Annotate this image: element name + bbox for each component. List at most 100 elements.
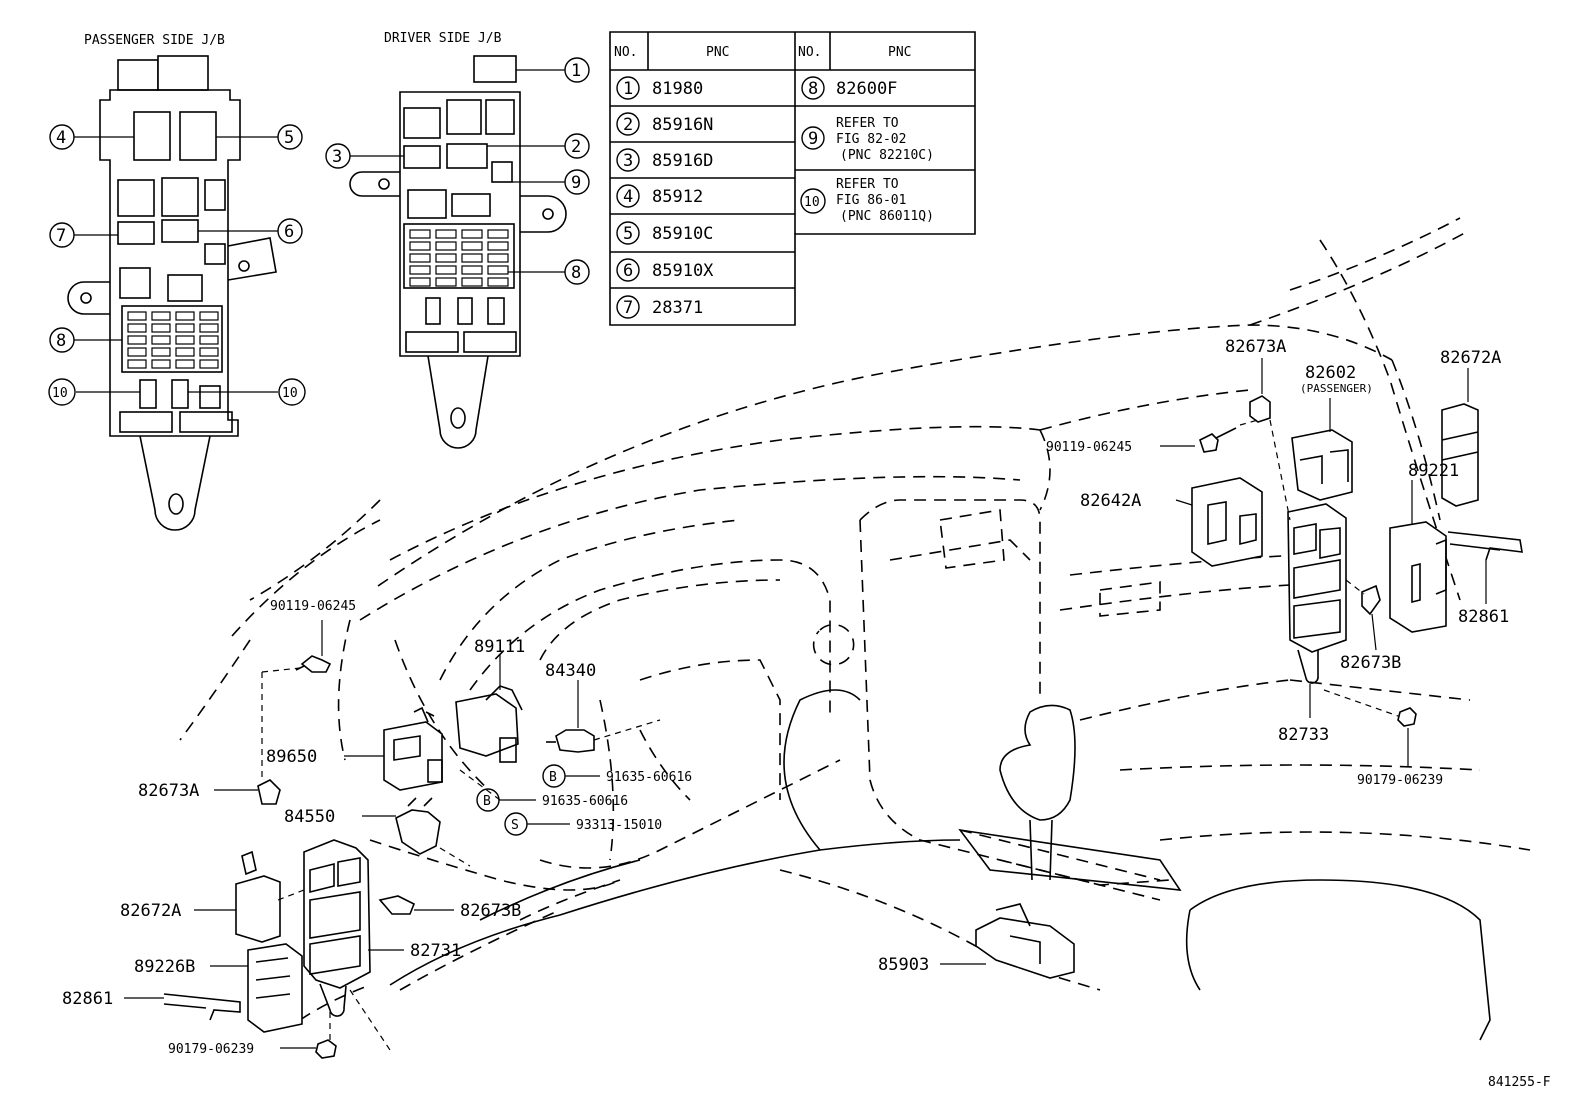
passenger-callouts: 4 5 7 6 8 10 10 — [48, 124, 306, 406]
fuse-slot — [199, 335, 219, 345]
callout-8: 8 — [56, 331, 66, 351]
row-pnc-4: 85912 — [652, 187, 703, 207]
fuse-slot — [487, 229, 509, 239]
fuse-slot — [487, 277, 509, 287]
fuse-slot — [151, 359, 171, 369]
figure-code: 841255-F — [1488, 1075, 1551, 1090]
marker-s: S — [511, 818, 519, 833]
callout-8d: 8 — [571, 263, 581, 283]
label-90119-left: 90119-06245 — [270, 599, 356, 614]
pnc-table: NO. PNC NO. PNC 1 81980 2 85916N 3 85916… — [609, 31, 976, 326]
fuse-slot — [151, 335, 171, 345]
callout-3: 3 — [332, 147, 342, 167]
fuse-slot — [175, 347, 195, 357]
fuse-slot — [409, 229, 431, 239]
fuse-slot — [487, 265, 509, 275]
label-82673B-left: 82673B — [460, 901, 521, 921]
label-91635-b: 91635-60616 — [542, 794, 628, 809]
callout-6: 6 — [284, 222, 294, 242]
fuse-slot — [409, 241, 431, 251]
fuse-slot — [435, 265, 457, 275]
fuse-slot — [151, 311, 171, 321]
label-82733: 82733 — [1278, 725, 1329, 745]
row-no-2: 2 — [623, 115, 633, 135]
marker-b1: B — [549, 770, 557, 785]
label-82672A-right: 82672A — [1440, 348, 1501, 368]
fuse-slot — [435, 241, 457, 251]
label-passenger-note: (PASSENGER) — [1300, 382, 1373, 395]
row-10-line-1: REFER TO — [836, 177, 899, 192]
header-pnc-left: PNC — [706, 45, 729, 60]
fuse-slot — [127, 335, 147, 345]
row-pnc-8: 82600F — [836, 79, 897, 99]
row-no-7: 7 — [623, 298, 633, 318]
fuse-slot — [409, 265, 431, 275]
callout-10a: 10 — [52, 386, 68, 401]
fuse-slot — [435, 253, 457, 263]
fuse-slot — [435, 277, 457, 287]
label-82673A-left: 82673A — [138, 781, 199, 801]
callout-5: 5 — [284, 128, 294, 148]
fuse-slot — [461, 265, 483, 275]
label-91635-a: 91635-60616 — [606, 770, 692, 785]
part-85903: 85903 — [878, 903, 1075, 979]
fuse-slot — [151, 347, 171, 357]
driver-jb-title: DRIVER SIDE J/B — [384, 31, 502, 46]
fuse-slot — [127, 311, 147, 321]
row-no-5: 5 — [623, 224, 633, 244]
fuse-slot — [151, 323, 171, 333]
row-pnc-6: 85910X — [652, 261, 714, 281]
passenger-jb-title: PASSENGER SIDE J/B — [84, 33, 225, 48]
label-90179-left: 90179-06239 — [168, 1042, 254, 1057]
fuse-slot — [127, 323, 147, 333]
label-89111: 89111 — [474, 637, 525, 657]
callout-10b: 10 — [282, 386, 298, 401]
fuse-slot — [175, 323, 195, 333]
row-10-line-3: (PNC 86011Q) — [840, 209, 934, 224]
fuse-slot — [487, 241, 509, 251]
header-pnc-right: PNC — [888, 45, 911, 60]
fuse-slot — [175, 335, 195, 345]
fuse-slot — [127, 347, 147, 357]
label-89226B: 89226B — [134, 957, 195, 977]
row-no-4: 4 — [623, 187, 633, 207]
passenger-junction-block — [67, 55, 277, 531]
fuse-slot — [175, 359, 195, 369]
label-90119-top: 90119-06245 — [1046, 440, 1132, 455]
fuse-slot — [409, 277, 431, 287]
label-82861-left: 82861 — [62, 989, 113, 1009]
fuse-slot — [199, 311, 219, 321]
header-no-right: NO. — [798, 45, 821, 60]
driver-callouts: 1 3 2 9 8 — [325, 57, 590, 285]
label-82673A-top: 82673A — [1225, 337, 1286, 357]
marker-b2: B — [483, 794, 491, 809]
driver-junction-block — [349, 55, 567, 449]
row-no-3: 3 — [623, 151, 633, 171]
label-82731: 82731 — [410, 941, 461, 961]
row-no-8: 8 — [808, 79, 818, 99]
fuse-slot — [175, 311, 195, 321]
row-pnc-2: 85916N — [652, 115, 713, 135]
row-10-line-2: FIG 86-01 — [836, 193, 906, 208]
fuse-slot — [199, 323, 219, 333]
label-85903: 85903 — [878, 955, 929, 975]
row-no-6: 6 — [623, 261, 633, 281]
label-84340: 84340 — [545, 661, 596, 681]
label-89221: 89221 — [1408, 461, 1459, 481]
label-82861-right: 82861 — [1458, 607, 1509, 627]
fuse-slot — [435, 229, 457, 239]
fuse-slot — [461, 229, 483, 239]
label-90179-right: 90179-06239 — [1357, 773, 1443, 788]
label-84550: 84550 — [284, 807, 335, 827]
row-9-line-2: FIG 82-02 — [836, 132, 906, 147]
row-no-9: 9 — [808, 129, 818, 149]
label-82602: 82602 — [1305, 363, 1356, 383]
callout-9: 9 — [571, 173, 581, 193]
row-9-line-3: (PNC 82210C) — [840, 148, 934, 163]
row-no-10: 10 — [804, 195, 820, 210]
header-no-left: NO. — [614, 45, 637, 60]
fuse-slot — [461, 253, 483, 263]
label-82642A: 82642A — [1080, 491, 1141, 511]
